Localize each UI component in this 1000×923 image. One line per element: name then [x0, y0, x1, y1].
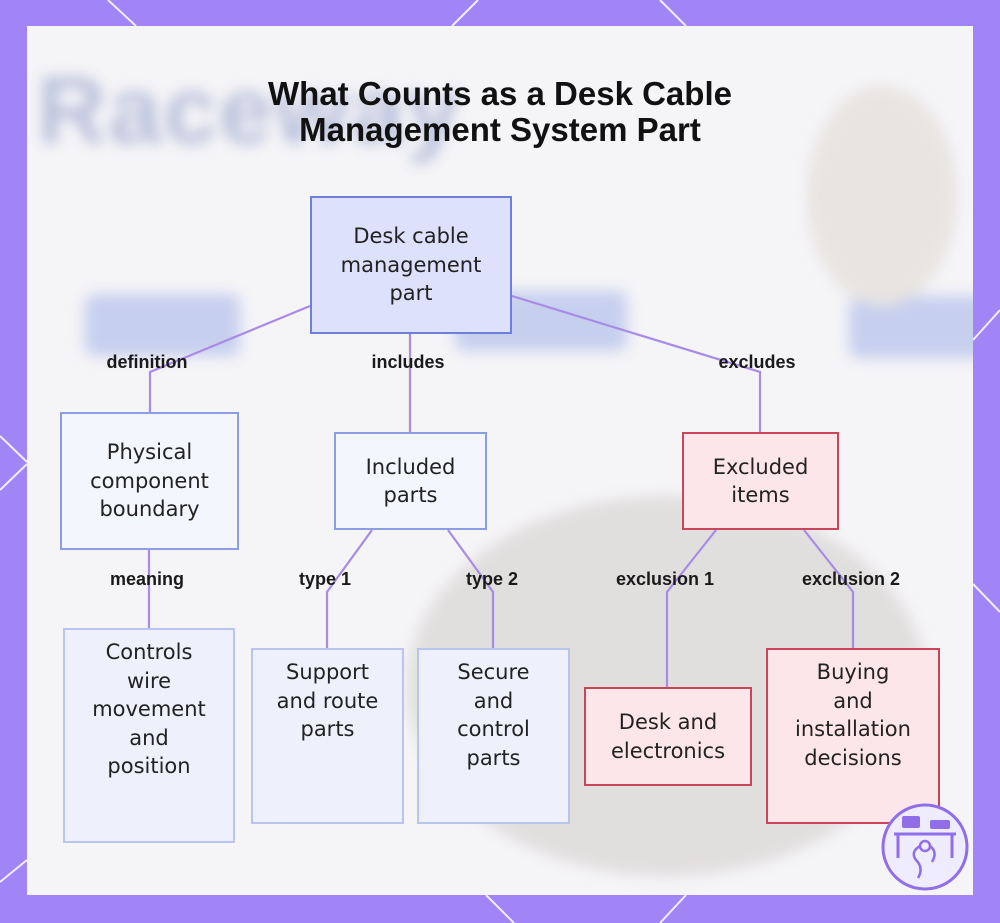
node-type2-label: Secure and control parts	[457, 660, 530, 770]
edge-exclusion1	[665, 529, 717, 687]
title-line-2: Management System Part	[299, 111, 701, 148]
edge-label-includes: includes	[371, 352, 445, 372]
node-type1-label: Support and route parts	[276, 660, 379, 741]
node-exclusion2: Buying and installation decisions	[766, 648, 940, 824]
node-exclusion1: Desk and electronics	[584, 687, 752, 786]
edge-label-exclusion1: exclusion 1	[615, 569, 715, 589]
edge-label-type1: type 1	[298, 569, 352, 589]
edge-type2	[447, 529, 495, 648]
node-included-label: Included parts	[365, 454, 456, 508]
page-title: What Counts as a Desk Cable Management S…	[0, 76, 1000, 148]
background-word: Raceway	[37, 57, 462, 164]
node-type1: Support and route parts	[251, 648, 404, 824]
edge-excludes	[511, 294, 762, 432]
node-definition-label: Physical component boundary	[90, 440, 209, 522]
edge-label-definition: definition	[106, 352, 188, 372]
node-exclusion1-label: Desk and electronics	[610, 710, 726, 763]
node-meaning-label: Controls wire movement and position	[92, 640, 206, 778]
edge-definition	[148, 304, 311, 412]
node-exclusion2-label: Buying and installation decisions	[795, 660, 911, 770]
node-root-label: Desk cable management part	[340, 224, 482, 306]
edge-label-exclusion2: exclusion 2	[801, 569, 901, 589]
title-line-1: What Counts as a Desk Cable	[268, 75, 732, 112]
edge-label-type2: type 2	[465, 569, 519, 589]
node-excluded-label: Excluded items	[712, 454, 809, 508]
desk-cable-badge-icon	[881, 803, 969, 891]
node-type2: Secure and control parts	[417, 648, 570, 824]
node-excluded: Excluded items	[682, 432, 839, 530]
node-definition: Physical component boundary	[60, 412, 239, 550]
edge-label-meaning: meaning	[109, 569, 185, 589]
node-meaning: Controls wire movement and position	[63, 628, 235, 843]
node-root: Desk cable management part	[310, 196, 512, 334]
edge-exclusion2	[803, 529, 855, 648]
edge-label-excludes: excludes	[718, 352, 796, 372]
node-included: Included parts	[334, 432, 487, 530]
edge-type1	[325, 529, 373, 648]
